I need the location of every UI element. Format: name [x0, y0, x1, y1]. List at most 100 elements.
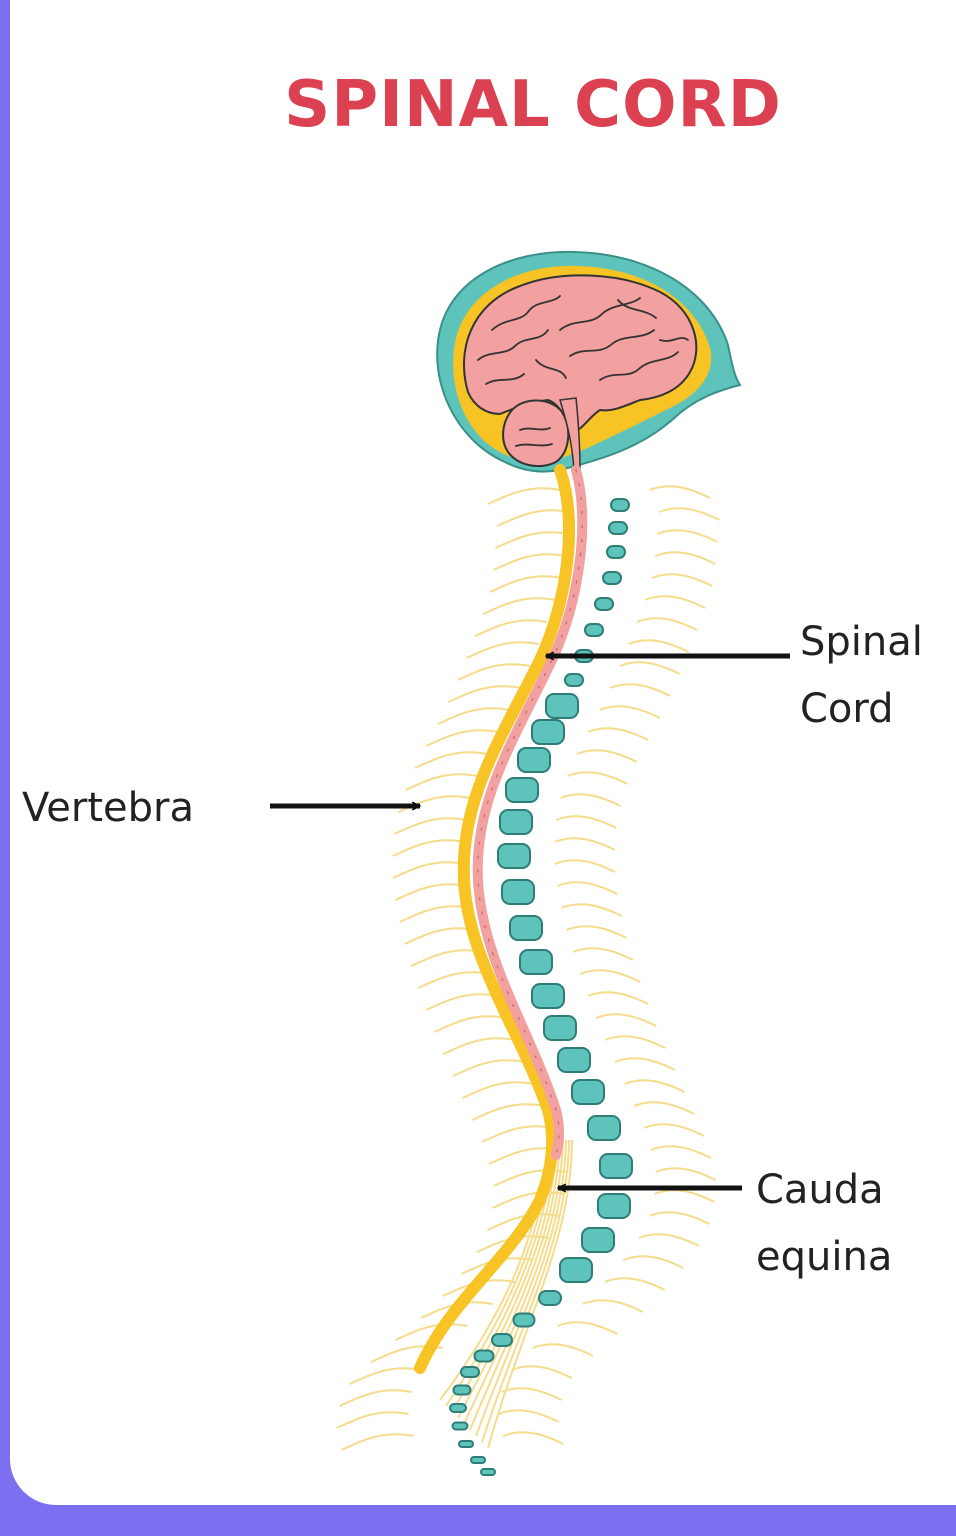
vertebra-segment [531, 983, 565, 1009]
nerve-fibre-right [556, 881, 618, 895]
nerve-fibre-right [650, 1145, 712, 1159]
nerve-fibre-right [609, 683, 671, 697]
cerebellum [502, 399, 570, 468]
vertebra-segment [599, 1153, 633, 1179]
nerve-fibre-left [392, 861, 466, 879]
nerve-fibre-left [466, 641, 539, 659]
vertebra-segment [584, 623, 604, 637]
vertebra-segment [519, 949, 553, 975]
vertebra-segment [545, 693, 579, 719]
vertebra-segment [470, 1456, 486, 1464]
nerve-fibre-right [622, 1255, 684, 1269]
vertebra-segment [452, 1384, 472, 1396]
nerve-fibre-right [560, 793, 621, 807]
nerve-fibre-right [649, 485, 711, 499]
vertebra-segment [559, 1257, 593, 1283]
nerve-fibre-left [474, 619, 548, 637]
vertebra-segment [538, 1290, 562, 1306]
nerve-fibre-left [405, 773, 478, 791]
vertebra-segment [449, 1403, 467, 1413]
nerve-fibre-right [582, 1299, 644, 1313]
cauda-equina-label-line-2: equina [756, 1234, 893, 1280]
vertebra-segment [512, 1312, 536, 1328]
nerve-fibre-left [482, 597, 556, 615]
nerve-fibre-left [442, 1037, 516, 1055]
nerve-fibre-right [557, 1321, 618, 1335]
nerve-fibre-left [336, 1411, 409, 1429]
nerve-fibre-left [392, 839, 466, 857]
nerve-fibre-right [633, 1101, 695, 1115]
nerve-fibre-right [579, 969, 641, 983]
nerve-fibre-left [492, 553, 566, 571]
nerve-fibre-right [648, 1211, 710, 1225]
nerve-fibre-right [576, 749, 638, 763]
nerve-fibre-right [643, 1123, 705, 1137]
nerve-fibre-left [462, 1081, 535, 1099]
brain-folds [477, 295, 689, 447]
nerve-fibre-left [425, 993, 499, 1011]
cauda-equina-strand [475, 1139, 567, 1437]
nerve-fibre-left [394, 1323, 468, 1341]
vertebra-segment [557, 1047, 591, 1073]
nerve-fibre-right [498, 1409, 560, 1423]
cauda-equina-strand [481, 1139, 570, 1443]
nerve-fibre-left [398, 795, 471, 813]
nerve-fibre-left [486, 1213, 560, 1231]
nerve-fibre-right [556, 815, 617, 829]
vertebra-label: Vertebra [22, 785, 194, 831]
spinal-cord-label-line-2: Cord [800, 686, 894, 732]
cauda-equina-strand [469, 1139, 564, 1431]
nerve-fibre-right [554, 859, 616, 873]
nerve-fibre-left [487, 487, 561, 505]
nerve-fibre-left [410, 949, 484, 967]
vertebra-segment [594, 597, 614, 611]
nerve-fibre-left [496, 509, 570, 527]
nerve-fibre-left [399, 905, 472, 923]
vertebra-segment [509, 915, 543, 941]
vertebra-segment [571, 1079, 605, 1105]
nerve-fibre-left [457, 663, 531, 681]
vertebra-segment [531, 719, 565, 745]
nerve-fibre-left [425, 729, 499, 747]
nerve-fibre-left [417, 971, 491, 989]
nerve-fibre-left [495, 531, 568, 549]
vertebra-segment [564, 673, 584, 687]
nerve-fibre-right [511, 1365, 573, 1379]
vertebra-segment [602, 571, 622, 585]
vertebra-segment [608, 521, 628, 535]
nerve-fibre-right [502, 1431, 564, 1445]
nerve-fibre-right [572, 947, 634, 961]
nerve-fibre-left [481, 1125, 555, 1143]
vertebra-segment [491, 1333, 513, 1347]
spinal-cord-outline [477, 469, 583, 1156]
nerve-fibre-left [404, 927, 477, 945]
nerve-fibre-left [437, 707, 511, 725]
nerve-fibre-right [554, 837, 616, 851]
nerve-fibre-left [471, 1103, 545, 1121]
nerve-fibre-right [595, 1013, 657, 1027]
vertebra-segment [460, 1366, 480, 1378]
vertebra-segment [610, 498, 630, 512]
nerve-fibre-left [393, 817, 467, 835]
nerve-fibre-right [654, 1189, 716, 1203]
nerve-fibre-right [566, 925, 628, 939]
nerve-fibre-right [651, 573, 713, 587]
nerve-fibre-right [614, 1057, 676, 1071]
diagram-title: SPINAL CORD [284, 68, 782, 142]
vertebra-segment [543, 1015, 577, 1041]
nerve-fibre-left [452, 1059, 526, 1077]
vertebra-segment [451, 1421, 469, 1431]
nerve-fibre-right [636, 617, 698, 631]
vertebra-segment [517, 747, 551, 773]
nerve-fibre-right [619, 661, 681, 675]
vertebra-segment [505, 777, 539, 803]
nerve-fibre-right [657, 529, 718, 543]
nerve-fibre-left [414, 751, 488, 769]
vertebra-segment [480, 1468, 496, 1476]
vertebra-segment [473, 1349, 495, 1363]
vertebra-segment [497, 843, 531, 869]
cauda-equina-label-line-1: Cauda [756, 1167, 884, 1213]
nerve-fibre-right [561, 903, 623, 917]
nerve-fibre-right [604, 1035, 666, 1049]
